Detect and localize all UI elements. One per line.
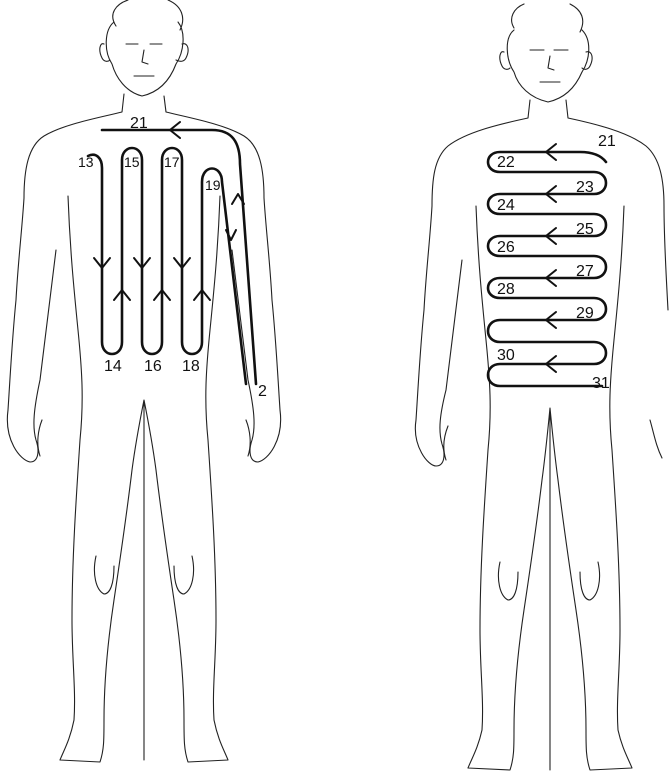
left-path-serpentine — [88, 148, 246, 384]
right-label-28: 28 — [497, 281, 515, 298]
left-label-18: 18 — [182, 358, 200, 375]
left-label-14: 14 — [104, 358, 122, 375]
left-label-2: 2 — [258, 383, 267, 400]
left-label-21: 21 — [130, 115, 148, 132]
left-body-outline — [7, 94, 280, 762]
left-figure: 21 13 15 17 19 14 16 18 2 — [7, 0, 280, 762]
right-label-31: 31 — [592, 375, 610, 392]
right-head-outline — [500, 4, 592, 102]
right-body-outline — [415, 100, 668, 770]
left-label-15: 15 — [124, 154, 140, 170]
left-face — [126, 44, 162, 76]
right-label-27: 27 — [576, 263, 594, 280]
right-label-25: 25 — [576, 221, 594, 238]
right-face — [530, 50, 568, 82]
left-label-19: 19 — [205, 177, 221, 193]
right-label-22: 22 — [497, 154, 515, 171]
left-label-13: 13 — [78, 154, 94, 170]
right-label-30: 30 — [497, 347, 515, 364]
right-label-26: 26 — [497, 239, 515, 256]
right-figure: 21 22 23 24 25 26 27 28 29 30 31 — [415, 4, 668, 770]
left-label-17: 17 — [164, 154, 180, 170]
right-label-29: 29 — [576, 305, 594, 322]
left-label-16: 16 — [144, 358, 162, 375]
right-knees — [498, 562, 599, 600]
right-label-21: 21 — [598, 133, 616, 150]
right-label-24: 24 — [497, 197, 515, 214]
left-head-outline — [100, 0, 188, 96]
right-label-23: 23 — [576, 179, 594, 196]
